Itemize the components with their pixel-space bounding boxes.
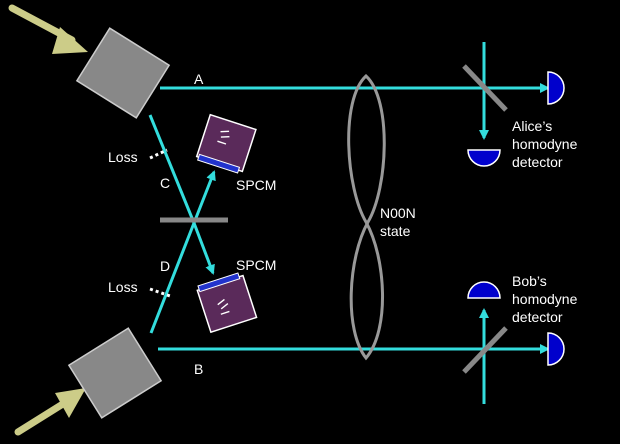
pump-arrow-top	[8, 4, 88, 54]
label-bob-line1: Bob’s	[512, 273, 547, 289]
label-spcm-bottom: SPCM	[236, 257, 276, 273]
bob-detector-right	[547, 332, 565, 366]
alice-beam-splitter	[462, 64, 508, 112]
beam-c	[148, 114, 196, 224]
spcm-bottom	[196, 272, 258, 334]
spcm-top	[195, 113, 257, 174]
beam-to-spcm-bottom	[192, 222, 215, 275]
label-mode-d: D	[160, 258, 170, 274]
bob-detector-top	[467, 281, 501, 299]
label-spcm-top: SPCM	[236, 177, 276, 193]
pump-arrow-bottom	[14, 388, 86, 436]
label-loss-top: Loss	[108, 149, 138, 165]
label-bob-line3: detector	[512, 309, 563, 325]
crystal-top	[75, 27, 171, 119]
label-n00n-line2: state	[380, 223, 411, 239]
n00n-state-shape	[347, 73, 386, 361]
label-mode-a: A	[194, 71, 204, 87]
label-alice-line3: detector	[512, 154, 563, 170]
bob-beam-splitter	[462, 326, 508, 374]
label-n00n-line1: N00N	[380, 205, 416, 221]
label-mode-c: C	[160, 175, 170, 191]
alice-detector-bottom	[467, 149, 501, 167]
beam-d	[149, 222, 196, 334]
label-alice-line2: homodyne	[512, 136, 578, 152]
label-alice-line1: Alice’s	[512, 118, 552, 134]
crystal-bottom	[67, 327, 163, 419]
alice-detector-right	[547, 71, 565, 105]
beam-to-spcm-top	[192, 170, 216, 224]
label-bob-line2: homodyne	[512, 291, 578, 307]
label-mode-b: B	[194, 361, 203, 377]
label-loss-bottom: Loss	[108, 279, 138, 295]
